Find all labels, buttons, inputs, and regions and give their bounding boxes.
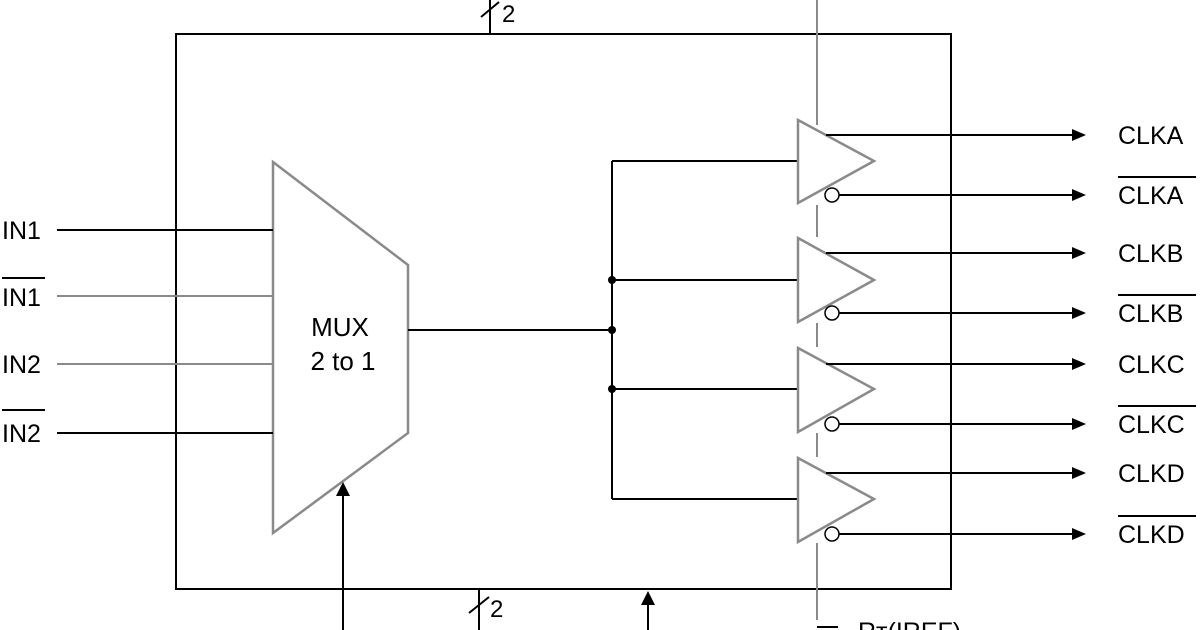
output-label-clkbb: CLKB: [1118, 300, 1183, 328]
inverter-bubble-d: [824, 526, 840, 542]
mux-block: [271, 159, 410, 536]
buffer-a: [796, 117, 877, 206]
input-label-in1: IN1: [2, 217, 41, 245]
mux-subtitle: 2 to 1: [310, 346, 375, 376]
mux-select-arrow: [336, 482, 350, 496]
output-label-clkab: CLKA: [1118, 182, 1184, 210]
inverter-bubble-c: [824, 416, 840, 432]
inverter-bubble-b: [824, 305, 840, 321]
output-arrow-clka: [1072, 129, 1086, 141]
output-arrow-clkc: [1072, 358, 1086, 370]
output-label-clka: CLKA: [1118, 122, 1184, 150]
input-label-in2b: IN2: [2, 420, 41, 448]
mux-title: MUX: [311, 312, 369, 342]
bottom-bus-slash: [468, 596, 490, 614]
rt-output-label: Rт(IREF): [858, 618, 961, 630]
chip-outline: [175, 33, 952, 590]
junction-dot-mux: [608, 326, 616, 334]
output-arrow-clkcb: [1072, 418, 1086, 430]
output-label-clkd: CLKD: [1118, 460, 1185, 488]
output-arrow-clkdb: [1072, 528, 1086, 540]
output-wires: [826, 129, 1086, 540]
output-label-clkc: CLKC: [1118, 351, 1185, 379]
buffer-b: [796, 235, 877, 325]
buffer-d: [796, 455, 877, 545]
output-arrow-clkd: [1072, 467, 1086, 479]
output-label-clkcb: CLKC: [1118, 411, 1185, 439]
output-arrow-clkbb: [1072, 307, 1086, 319]
output-arrow-clkab: [1072, 189, 1086, 201]
top-bus-label: 2: [502, 1, 515, 28]
bottom-input-arrow: [641, 591, 655, 605]
output-label-clkb: CLKB: [1118, 240, 1183, 268]
input-label-in1b: IN1: [2, 284, 41, 312]
input-label-in2: IN2: [2, 351, 41, 379]
output-arrow-clkb: [1072, 247, 1086, 259]
inverter-bubble-a: [824, 187, 840, 203]
top-bus-slash: [480, 1, 500, 18]
buffer-c: [796, 345, 877, 435]
bottom-bus-label: 2: [490, 596, 503, 623]
output-label-clkdb: CLKD: [1118, 521, 1185, 549]
